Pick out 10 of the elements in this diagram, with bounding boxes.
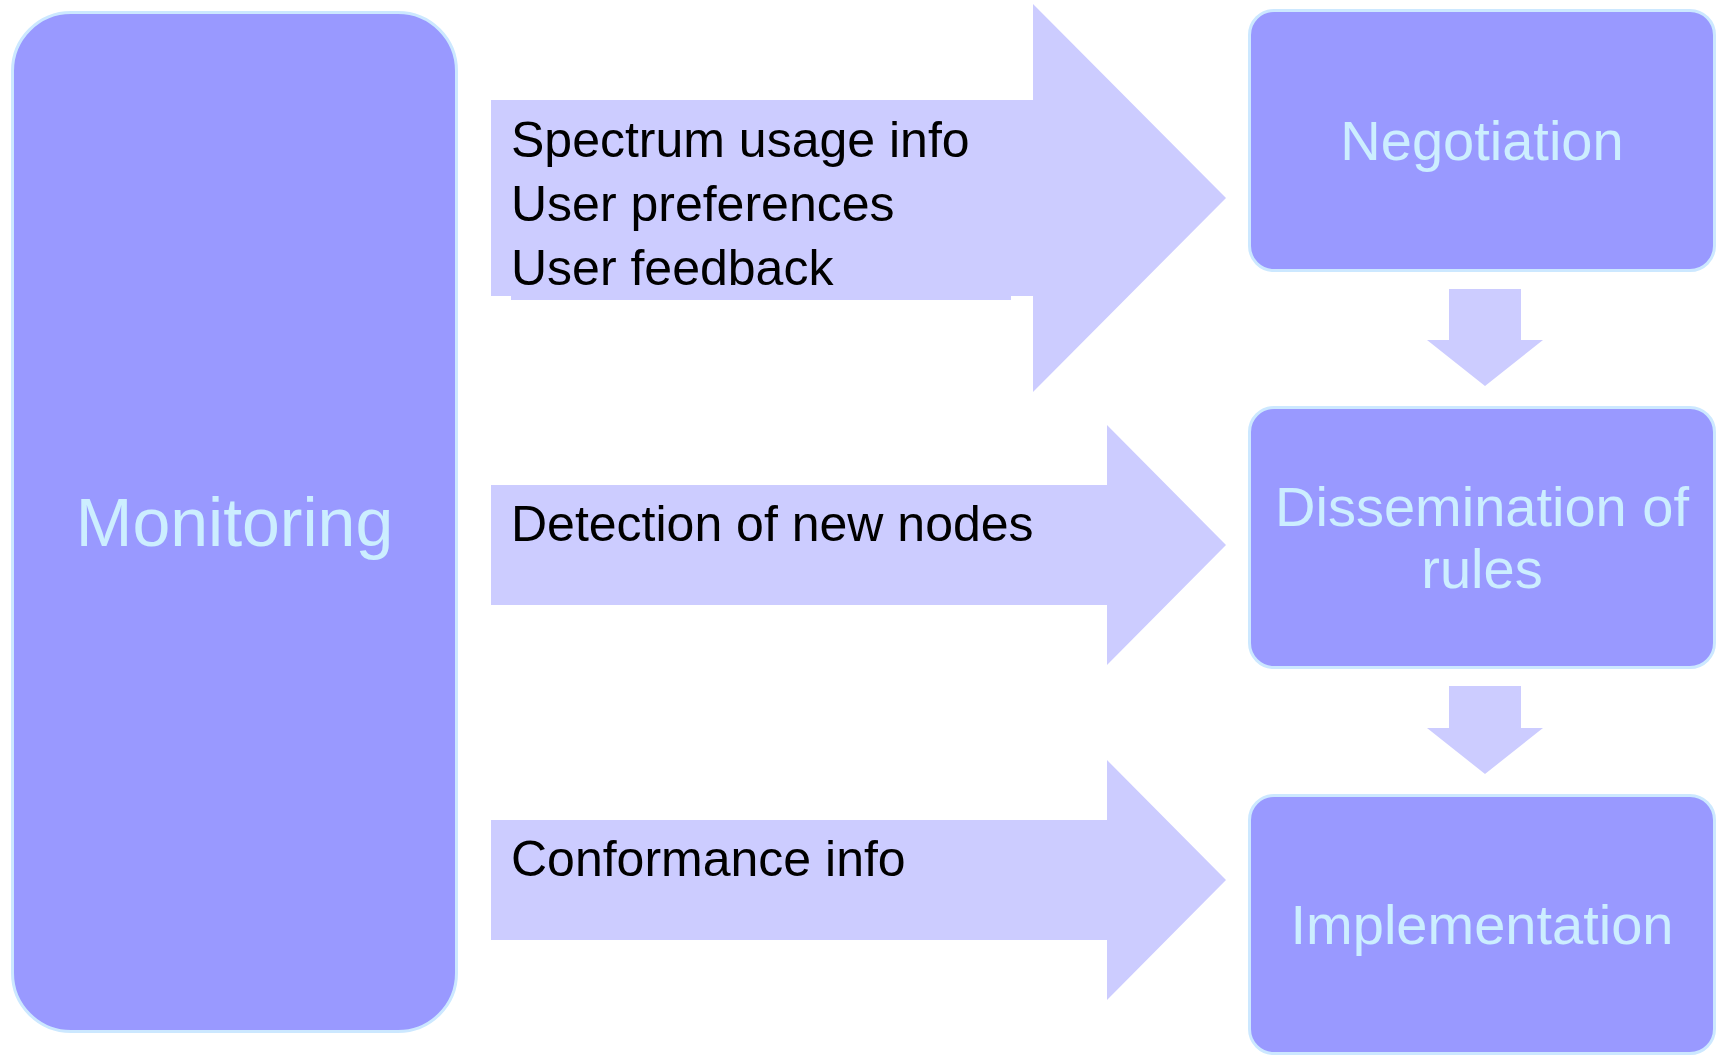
box-label: Implementation [1290, 893, 1674, 956]
process-box [1248, 9, 1716, 272]
process-box [1248, 794, 1716, 1055]
process-box [1248, 406, 1716, 669]
box-label: Monitoring [75, 484, 394, 560]
box-label: Negotiation [1340, 109, 1624, 172]
process-box [11, 11, 458, 1033]
block-arrow [1427, 686, 1543, 774]
block-arrow [1427, 289, 1543, 386]
box-label: Dissemination of rules [1274, 475, 1690, 600]
